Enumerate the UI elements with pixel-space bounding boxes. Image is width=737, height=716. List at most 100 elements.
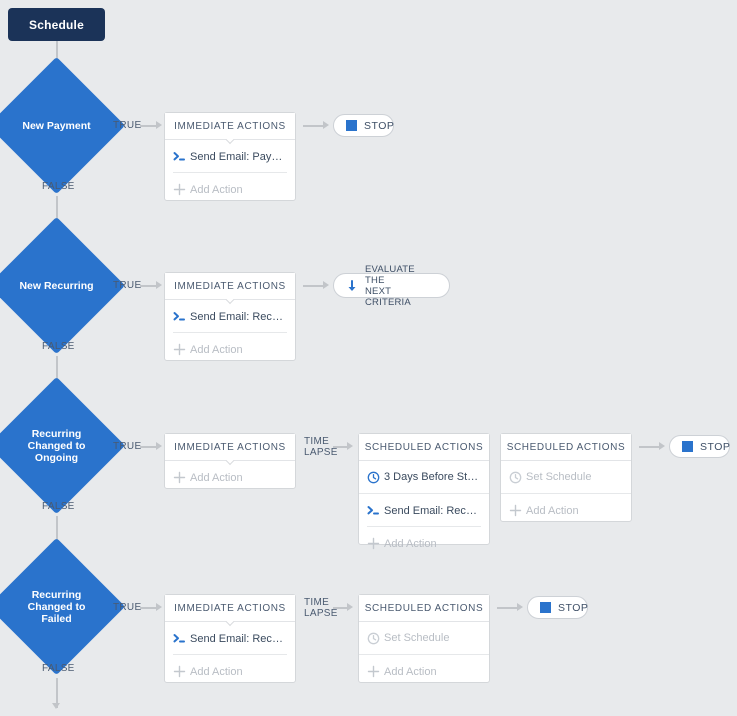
stop-square-icon: [682, 441, 693, 452]
add-action-label: Add Action: [190, 343, 243, 356]
card-header: SCHEDULED ACTIONS: [359, 595, 489, 622]
arrow-true-1: [156, 121, 162, 129]
start-node-schedule[interactable]: Schedule: [8, 8, 105, 41]
card-header: IMMEDIATE ACTIONS: [165, 113, 295, 140]
add-action-label: Add Action: [526, 504, 579, 517]
plus-icon: [173, 183, 190, 196]
add-action-row[interactable]: Add Action: [165, 333, 295, 366]
action-row-label: Send Email: Recurri...: [190, 310, 287, 323]
edge-label-true-1: TRUE: [113, 120, 142, 131]
add-action-label: Add Action: [190, 665, 243, 678]
connector-true-1: [140, 125, 158, 127]
arrow-true-2: [156, 281, 162, 289]
criteria-label: New Recurring: [19, 279, 94, 292]
arrow-true-3: [156, 442, 162, 450]
add-action-row[interactable]: Add Action: [165, 173, 295, 206]
arrow-true-4: [156, 603, 162, 611]
add-action-row[interactable]: Add Action: [165, 461, 295, 494]
stop-node-1[interactable]: STOP: [333, 114, 394, 137]
arrow-down-icon: [346, 279, 358, 293]
add-action-row[interactable]: Add Action: [165, 655, 295, 688]
arrow-card-to-stop-4: [517, 603, 523, 611]
clock-icon: [367, 632, 384, 645]
action-row-send-email[interactable]: Send Email: Payme...: [165, 140, 295, 173]
stop-node-3[interactable]: STOP: [669, 435, 730, 458]
arrow-card-to-stop-3: [659, 442, 665, 450]
start-node-label: Schedule: [29, 17, 84, 32]
plus-icon: [367, 537, 384, 550]
criteria-node-new-recurring[interactable]: New Recurring: [0, 216, 126, 355]
plus-icon: [367, 665, 384, 678]
add-action-row[interactable]: Add Action: [359, 527, 489, 560]
card-header-label: SCHEDULED ACTIONS: [506, 441, 626, 453]
add-action-label: Add Action: [190, 471, 243, 484]
immediate-actions-card-1[interactable]: IMMEDIATE ACTIONS Send Email: Payme... A…: [164, 112, 296, 201]
set-schedule-row[interactable]: Set Schedule: [359, 622, 489, 655]
clock-icon: [367, 471, 384, 484]
action-row-label: Send Email: Recurri...: [384, 504, 481, 517]
schedule-row-label: 3 Days Before Start...: [384, 471, 481, 483]
arrow-time-lapse-3: [347, 442, 353, 450]
immediate-actions-card-3[interactable]: IMMEDIATE ACTIONS Add Action: [164, 433, 296, 489]
connector-time-lapse-3: [333, 446, 349, 448]
criteria-node-recurring-changed-to-failed[interactable]: Recurring Changed to Failed: [0, 537, 126, 676]
connector-card-to-stop-1: [303, 125, 325, 127]
add-action-row[interactable]: Add Action: [359, 655, 489, 688]
connector-true-3: [140, 446, 158, 448]
add-action-label: Add Action: [190, 183, 243, 196]
stop-label: STOP: [364, 119, 395, 132]
plus-icon: [173, 471, 190, 484]
scheduled-actions-card-3b[interactable]: SCHEDULED ACTIONS Set Schedule Add Actio…: [500, 433, 632, 522]
arrow-false-4: [52, 703, 60, 709]
card-header: SCHEDULED ACTIONS: [359, 434, 489, 461]
plus-icon: [509, 504, 526, 517]
schedule-row[interactable]: 3 Days Before Start...: [359, 461, 489, 494]
action-row-send-email[interactable]: Send Email: Recurri...: [165, 300, 295, 333]
edge-label-true-4: TRUE: [113, 602, 142, 613]
plus-icon: [173, 343, 190, 356]
connector-true-2: [140, 285, 158, 287]
scheduled-actions-card-4[interactable]: SCHEDULED ACTIONS Set Schedule Add Actio…: [358, 594, 490, 683]
card-header-label: SCHEDULED ACTIONS: [364, 441, 484, 453]
criteria-label: New Payment: [22, 119, 91, 132]
add-action-row[interactable]: Add Action: [501, 494, 631, 527]
immediate-actions-card-2[interactable]: IMMEDIATE ACTIONS Send Email: Recurri...…: [164, 272, 296, 361]
criteria-label: Recurring Changed to Failed: [27, 588, 86, 625]
stop-square-icon: [346, 120, 357, 131]
set-schedule-label: Set Schedule: [384, 632, 450, 644]
evaluate-next-criteria-node[interactable]: EVALUATE THE NEXT CRITERIA: [333, 264, 450, 308]
email-action-icon: [367, 505, 384, 517]
set-schedule-label: Set Schedule: [526, 471, 592, 483]
edge-label-false-4: FALSE: [42, 663, 75, 674]
edge-label-time-lapse-3: TIME LAPSE: [304, 436, 338, 458]
connector-card-to-evaluate: [303, 285, 325, 287]
edge-label-true-2: TRUE: [113, 280, 142, 291]
edge-label-false-2: FALSE: [42, 341, 75, 352]
action-row-send-email[interactable]: Send Email: Recurri...: [165, 622, 295, 655]
card-header: IMMEDIATE ACTIONS: [165, 595, 295, 622]
clock-icon: [509, 471, 526, 484]
stop-square-icon: [540, 602, 551, 613]
edge-label-false-1: FALSE: [42, 181, 75, 192]
scheduled-actions-card-3a[interactable]: SCHEDULED ACTIONS 3 Days Before Start...…: [358, 433, 490, 550]
connector-card-to-stop-4: [497, 607, 519, 609]
card-header-label: IMMEDIATE ACTIONS: [174, 120, 286, 132]
evaluate-label: EVALUATE THE NEXT CRITERIA: [365, 263, 415, 308]
criteria-label: Recurring Changed to Ongoing: [27, 427, 86, 464]
edge-label-time-lapse-4: TIME LAPSE: [304, 597, 338, 619]
connector-true-4: [140, 607, 158, 609]
immediate-actions-card-4[interactable]: IMMEDIATE ACTIONS Send Email: Recurri...…: [164, 594, 296, 683]
set-schedule-row[interactable]: Set Schedule: [501, 461, 631, 494]
add-action-label: Add Action: [384, 665, 437, 678]
email-action-icon: [173, 633, 190, 645]
action-row-send-email[interactable]: Send Email: Recurri...: [359, 494, 489, 527]
edge-label-true-3: TRUE: [113, 441, 142, 452]
card-header-label: SCHEDULED ACTIONS: [364, 602, 484, 614]
add-action-label: Add Action: [384, 537, 437, 550]
connector-false-4: [56, 678, 58, 708]
action-row-label: Send Email: Payme...: [190, 150, 287, 163]
stop-node-4[interactable]: STOP: [527, 596, 588, 619]
card-header-label: IMMEDIATE ACTIONS: [174, 602, 286, 614]
criteria-node-new-payment[interactable]: New Payment: [0, 56, 126, 195]
criteria-node-recurring-changed-to-ongoing[interactable]: Recurring Changed to Ongoing: [0, 376, 126, 515]
